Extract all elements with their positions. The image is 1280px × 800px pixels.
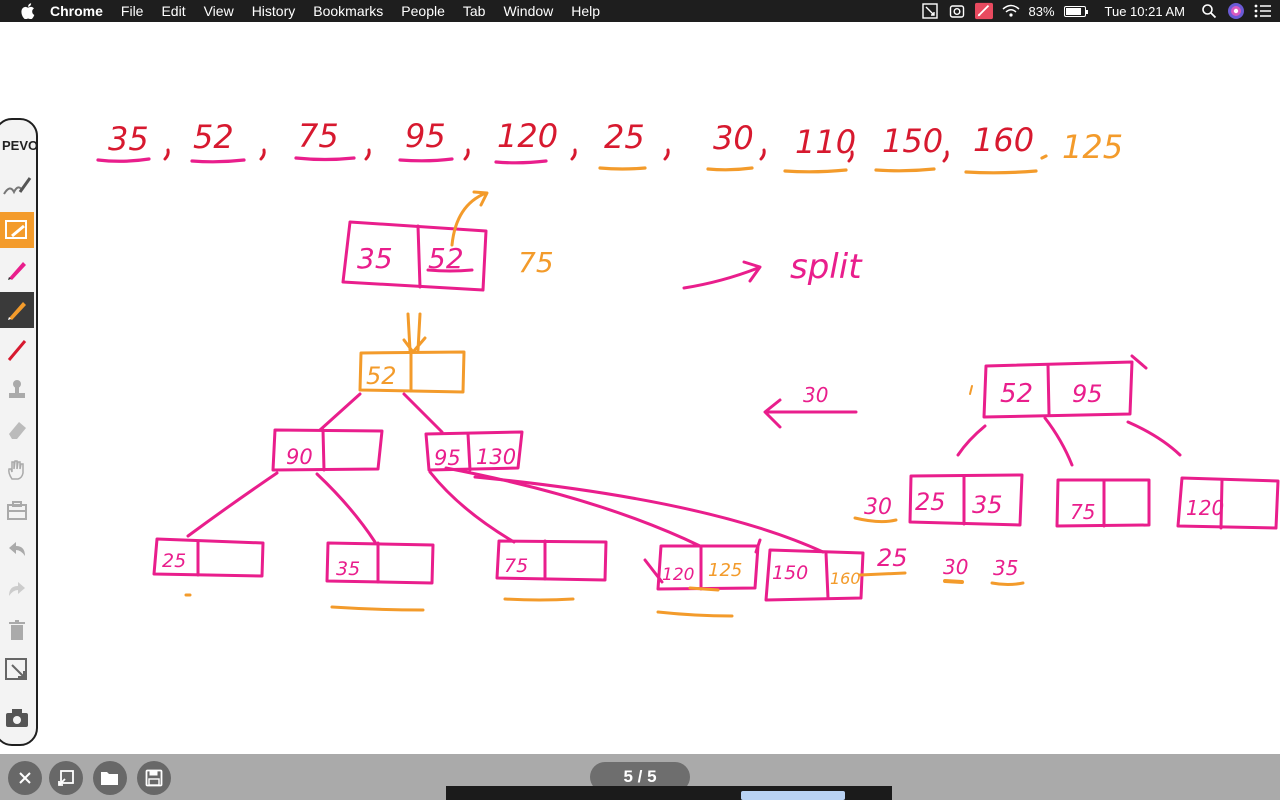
seq-value: 125 — [1062, 128, 1123, 166]
wifi-icon[interactable] — [1002, 3, 1020, 19]
leaf-key: 35 — [336, 558, 360, 580]
clock[interactable]: Tue 10:21 AM — [1104, 3, 1185, 19]
top-node-key: 35 — [357, 242, 393, 275]
split-label: split — [790, 247, 863, 287]
seq-value: 35 — [108, 120, 149, 158]
whiteboard-icon[interactable] — [0, 212, 34, 248]
top-node-key: 52 — [428, 242, 464, 275]
seq-value: 75 — [298, 117, 339, 155]
open-folder-button[interactable] — [93, 761, 127, 795]
leaf-key: 75 — [504, 555, 528, 577]
seq-value: 120 — [497, 117, 558, 155]
notification-center-icon[interactable] — [1254, 3, 1272, 19]
redo-icon[interactable] — [0, 572, 34, 608]
right-aside-value: 30 — [864, 495, 892, 520]
orange-pen-icon[interactable] — [0, 292, 34, 328]
page-strip-thumb[interactable] — [741, 791, 845, 800]
arrow-label: 30 — [803, 383, 828, 407]
brand-label: PEVO — [2, 138, 38, 153]
aside-value: 30 — [943, 555, 968, 579]
menu-history[interactable]: History — [251, 3, 296, 19]
top-node — [341, 220, 488, 292]
stamp-icon[interactable] — [0, 372, 34, 408]
level2-left-key: 90 — [286, 445, 313, 469]
apple-icon[interactable] — [20, 3, 36, 19]
pen-pencil-icon[interactable] — [0, 168, 34, 204]
siri-icon[interactable] — [1227, 3, 1245, 19]
eraser-icon[interactable] — [0, 412, 34, 448]
battery-icon[interactable] — [1063, 5, 1088, 17]
annotate-app-icon[interactable] — [974, 2, 993, 20]
seq-value: 30 — [713, 119, 754, 157]
menu-bar: Chrome File Edit View History Bookmarks … — [0, 0, 1280, 22]
sequence-underlines — [96, 154, 1048, 175]
menu-bookmarks[interactable]: Bookmarks — [313, 3, 384, 19]
split-arrow — [682, 260, 762, 290]
whiteboard-drawing: 35 52 75 95 120 25 30 110 150 160 125 — [96, 117, 1280, 618]
leaf-key: 125 — [708, 560, 742, 581]
leaf-key: 25 — [162, 550, 186, 572]
aside-value: 25 — [877, 544, 908, 572]
menu-tab[interactable]: Tab — [462, 3, 486, 19]
seq-value: 25 — [604, 118, 645, 156]
sequence-row: 35 52 75 95 120 25 30 110 150 160 125 — [108, 117, 1123, 166]
left-tree — [152, 392, 865, 602]
aside-underline — [990, 581, 1025, 586]
seq-value: 52 — [193, 118, 234, 156]
red-pen-icon[interactable] — [0, 332, 34, 368]
seq-value: 160 — [973, 121, 1034, 159]
side-value: 75 — [518, 246, 554, 279]
menu-people[interactable]: People — [401, 3, 445, 19]
right-leaf-key: 120 — [1186, 496, 1224, 520]
menu-file[interactable]: File — [120, 3, 144, 19]
menu-help[interactable]: Help — [571, 3, 601, 19]
right-tree — [908, 354, 1280, 530]
root-node — [358, 312, 466, 394]
pink-highlighter-icon[interactable] — [0, 252, 34, 288]
promote-arrow — [450, 190, 489, 247]
screen-capture-icon[interactable] — [921, 3, 939, 19]
seq-value: 110 — [795, 123, 856, 161]
leaf-key: 160 — [830, 569, 861, 588]
root-key: 52 — [366, 362, 397, 390]
menu-window[interactable]: Window — [503, 3, 554, 19]
capture-icon[interactable] — [0, 652, 34, 688]
add-page-button[interactable] — [49, 761, 83, 795]
stray-mark — [969, 385, 973, 395]
menu-app-chrome[interactable]: Chrome — [50, 3, 103, 19]
seq-value: 95 — [405, 117, 446, 155]
right-leaf-key: 35 — [972, 491, 1003, 519]
camera-icon[interactable] — [0, 700, 34, 736]
tool-palette: PEVO — [0, 118, 38, 746]
right-root-key: 52 — [1000, 379, 1033, 409]
status-area: 83% Tue 10:21 AM — [921, 0, 1273, 22]
battery-level — [1065, 7, 1081, 15]
undo-icon[interactable] — [0, 532, 34, 568]
spotlight-search-icon[interactable] — [1200, 3, 1218, 19]
sequence-commas — [163, 148, 949, 163]
menu-edit[interactable]: Edit — [161, 3, 186, 19]
seq-value: 150 — [882, 122, 943, 160]
exit-button[interactable] — [8, 761, 42, 795]
leaf-key: 120 — [662, 565, 694, 585]
screenshot-icon[interactable] — [948, 3, 966, 19]
right-leaf-key: 25 — [915, 488, 946, 516]
trash-icon[interactable] — [0, 612, 34, 648]
left-arrow — [763, 398, 858, 429]
aside-value: 35 — [993, 556, 1018, 580]
menu-view[interactable]: View — [203, 3, 234, 19]
leaf-underlines — [184, 571, 907, 618]
hand-pan-icon[interactable] — [0, 452, 34, 488]
level2-right-key: 95 — [434, 446, 461, 470]
aside-underline — [943, 579, 964, 584]
right-root-key: 95 — [1072, 380, 1103, 408]
level2-right-key: 130 — [476, 445, 516, 469]
whiteboard-canvas[interactable]: 35 52 75 95 120 25 30 110 150 160 125 — [0, 22, 1280, 754]
right-aside-underline — [853, 516, 898, 524]
battery-percent: 83% — [1028, 3, 1055, 19]
leaf-key: 150 — [772, 562, 808, 584]
right-leaf-key: 75 — [1070, 500, 1095, 524]
clear-icon[interactable] — [0, 492, 34, 528]
save-button[interactable] — [137, 761, 171, 795]
